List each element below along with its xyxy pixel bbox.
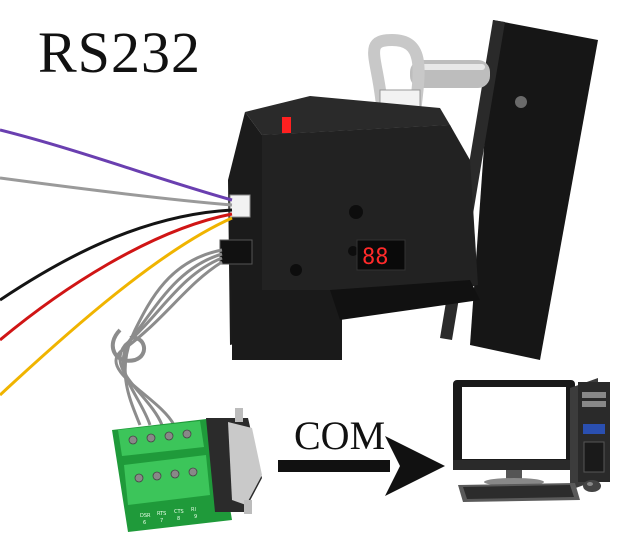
terminal-number-8: 8 (177, 516, 180, 522)
wire-purple (0, 128, 233, 202)
cable-strand (118, 256, 223, 426)
arrow-head (385, 436, 445, 496)
terminal-block-bottom (124, 455, 210, 505)
db9-terminal-board: DSR RTS CTS RI 6 7 8 9 (112, 408, 262, 532)
acceptor-lower-block (232, 290, 342, 360)
display-readout: 88 (362, 245, 389, 270)
monitor-screen (462, 387, 566, 459)
monitor-neck (506, 470, 522, 480)
monitor-bezel-bottom (453, 460, 575, 470)
rs232-cable-bundle (110, 248, 223, 426)
acceptor-body-top (245, 96, 450, 135)
terminal-number-7: 7 (160, 518, 163, 524)
tower-drive-bay (582, 392, 606, 398)
wire-gray (0, 176, 233, 207)
cable-knot (110, 328, 146, 363)
side-connector (229, 194, 251, 218)
keyboard-keys (463, 485, 574, 499)
coin-acceptor: 88 (219, 20, 598, 360)
terminal-label-ri: RI (191, 507, 196, 513)
side-connector (219, 239, 253, 265)
coin-slot-bottom (330, 280, 480, 320)
title-rs232: RS232 (38, 20, 201, 85)
terminal-number-6: 6 (143, 520, 146, 526)
tower-vent (583, 441, 605, 473)
tower-display-panel (583, 424, 605, 434)
ribbon-cable (368, 33, 425, 119)
plate-screw (515, 96, 527, 108)
acceptor-front-face (262, 125, 478, 310)
metal-rod-highlight (415, 64, 485, 70)
body-hole (348, 246, 358, 256)
db9-screw-post (244, 500, 252, 514)
terminal-block-top (118, 421, 204, 456)
db9-connector-metal (228, 422, 262, 505)
mouse-highlight (587, 482, 593, 486)
signal-wires (0, 128, 233, 397)
terminal-label-dsr: DSR (140, 513, 151, 519)
terminal-labels: DSR RTS CTS RI 6 7 8 9 (140, 507, 197, 526)
desktop-computer (453, 378, 610, 502)
arrow-shaft (278, 460, 390, 472)
cable-strand (114, 260, 223, 426)
connection-arrow (278, 436, 445, 496)
body-hole (349, 205, 363, 219)
terminal-screws (128, 429, 198, 483)
computer-mouse (583, 480, 601, 492)
db9-screw-post (235, 408, 243, 422)
terminal-number-9: 9 (194, 514, 197, 520)
wire-yellow (0, 216, 233, 397)
wire-red (0, 212, 233, 342)
com-label: COM (294, 413, 386, 458)
tower-drive-bay (582, 401, 606, 407)
wire-black (0, 208, 233, 302)
cable-strand (123, 248, 223, 426)
seven-segment-display (356, 239, 406, 271)
body-hole (290, 264, 302, 276)
terminal-label-cts: CTS (174, 509, 184, 515)
status-led (282, 117, 291, 133)
acceptor-back-plate (470, 20, 598, 360)
terminal-label-rts: RTS (157, 511, 166, 517)
